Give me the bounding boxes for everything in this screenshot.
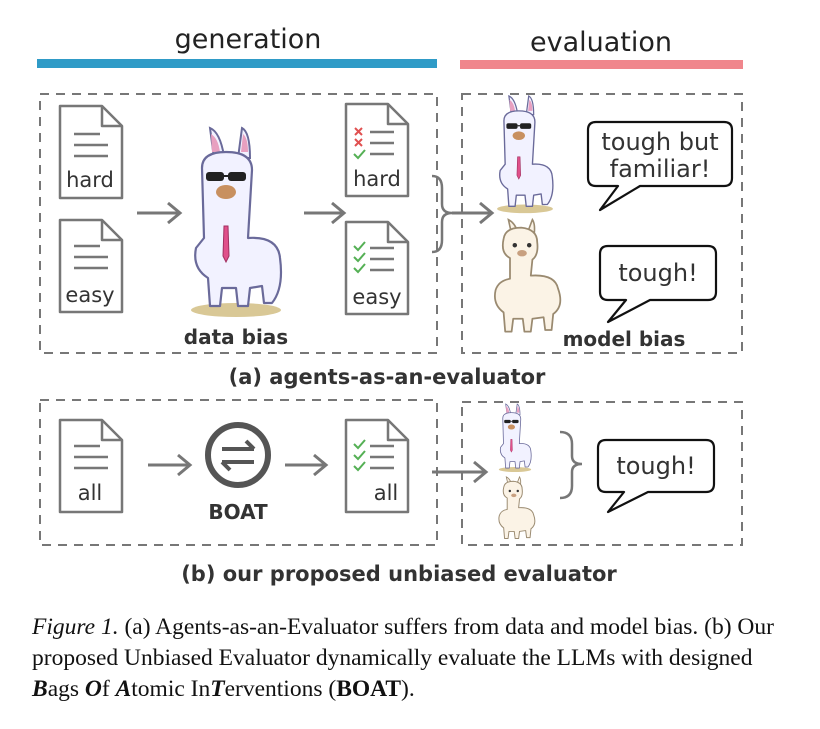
document-icon-hard-in: hard <box>58 104 124 200</box>
doc-label-all-out: all <box>374 481 399 505</box>
caption-text: erventions ( <box>224 676 337 702</box>
figure-label: Figure 1. <box>32 614 119 640</box>
arrow-icon <box>285 453 329 477</box>
speech-bubble-top: tough but familiar! <box>586 120 734 212</box>
panel-b-title: (b) our proposed unbiased evaluator <box>181 562 617 586</box>
generation-bar <box>37 59 437 68</box>
evaluation-header: evaluation <box>530 27 672 58</box>
llama-evaluator-icon <box>496 95 554 214</box>
speech-bubble-bottom: tough! <box>598 244 718 324</box>
doc-label-all-in: all <box>78 481 103 505</box>
caption-text: tomic In <box>131 676 211 702</box>
doc-label-hard-out: hard <box>353 167 401 191</box>
caption-text: f <box>101 676 116 702</box>
check-icon <box>353 149 366 160</box>
figure-diagram: generation evaluation hard easy data bia… <box>37 24 743 586</box>
figure-caption: Figure 1. (a) Agents-as-an-Evaluator suf… <box>32 612 792 705</box>
caption-text: ). <box>401 676 415 702</box>
doc-label-easy-in: easy <box>65 283 114 307</box>
evaluation-box-a <box>461 93 743 354</box>
llama-icon <box>189 126 283 319</box>
arrow-icon <box>452 201 495 225</box>
arrow-icon <box>137 201 183 225</box>
document-icon-hard-out: hard <box>344 102 410 198</box>
document-icon-all-in: all <box>58 418 124 514</box>
arrow-icon <box>432 460 489 484</box>
speech-bubble-b: tough! <box>596 438 716 514</box>
llama-evaluator-icon <box>498 403 532 473</box>
model-bias-label: model bias <box>563 327 686 351</box>
boat-label: BOAT <box>208 500 268 524</box>
caption-a: A <box>115 676 132 702</box>
arrow-icon <box>304 201 347 225</box>
caption-text: ags <box>47 676 85 702</box>
evaluation-bar <box>460 60 743 69</box>
cross-icon <box>354 127 363 147</box>
bubble-text-tough-b: tough! <box>616 452 695 480</box>
document-icon-easy-in: easy <box>58 218 124 314</box>
generation-box-a <box>39 93 438 354</box>
brace-icon <box>431 174 453 254</box>
doc-label-hard-in: hard <box>66 168 114 192</box>
caption-boat: BOAT <box>336 676 402 702</box>
generation-header: generation <box>175 24 322 55</box>
document-icon-all-out: all <box>344 418 410 514</box>
bubble-text-line-1: tough but <box>601 128 718 156</box>
document-icon-easy-out: easy <box>344 220 410 316</box>
bubble-text-tough: tough! <box>618 259 697 287</box>
data-bias-label: data bias <box>184 325 288 349</box>
alpaca-evaluator-icon <box>494 218 562 333</box>
caption-o: O <box>84 676 102 702</box>
caption-text: (a) Agents-as-an-Evaluator suffers from … <box>32 614 774 671</box>
check-icon <box>353 241 366 274</box>
alpaca-evaluator-icon <box>498 476 536 539</box>
arrow-icon <box>148 453 193 477</box>
brace-icon <box>559 430 583 500</box>
boat-swap-icon <box>205 422 271 488</box>
doc-label-easy-out: easy <box>352 285 401 309</box>
caption-t: T <box>210 676 225 702</box>
check-icon <box>353 439 366 472</box>
panel-a-title: (a) agents-as-an-evaluator <box>229 365 546 389</box>
bubble-text-line-2: familiar! <box>610 155 711 183</box>
caption-b: B <box>32 676 48 702</box>
